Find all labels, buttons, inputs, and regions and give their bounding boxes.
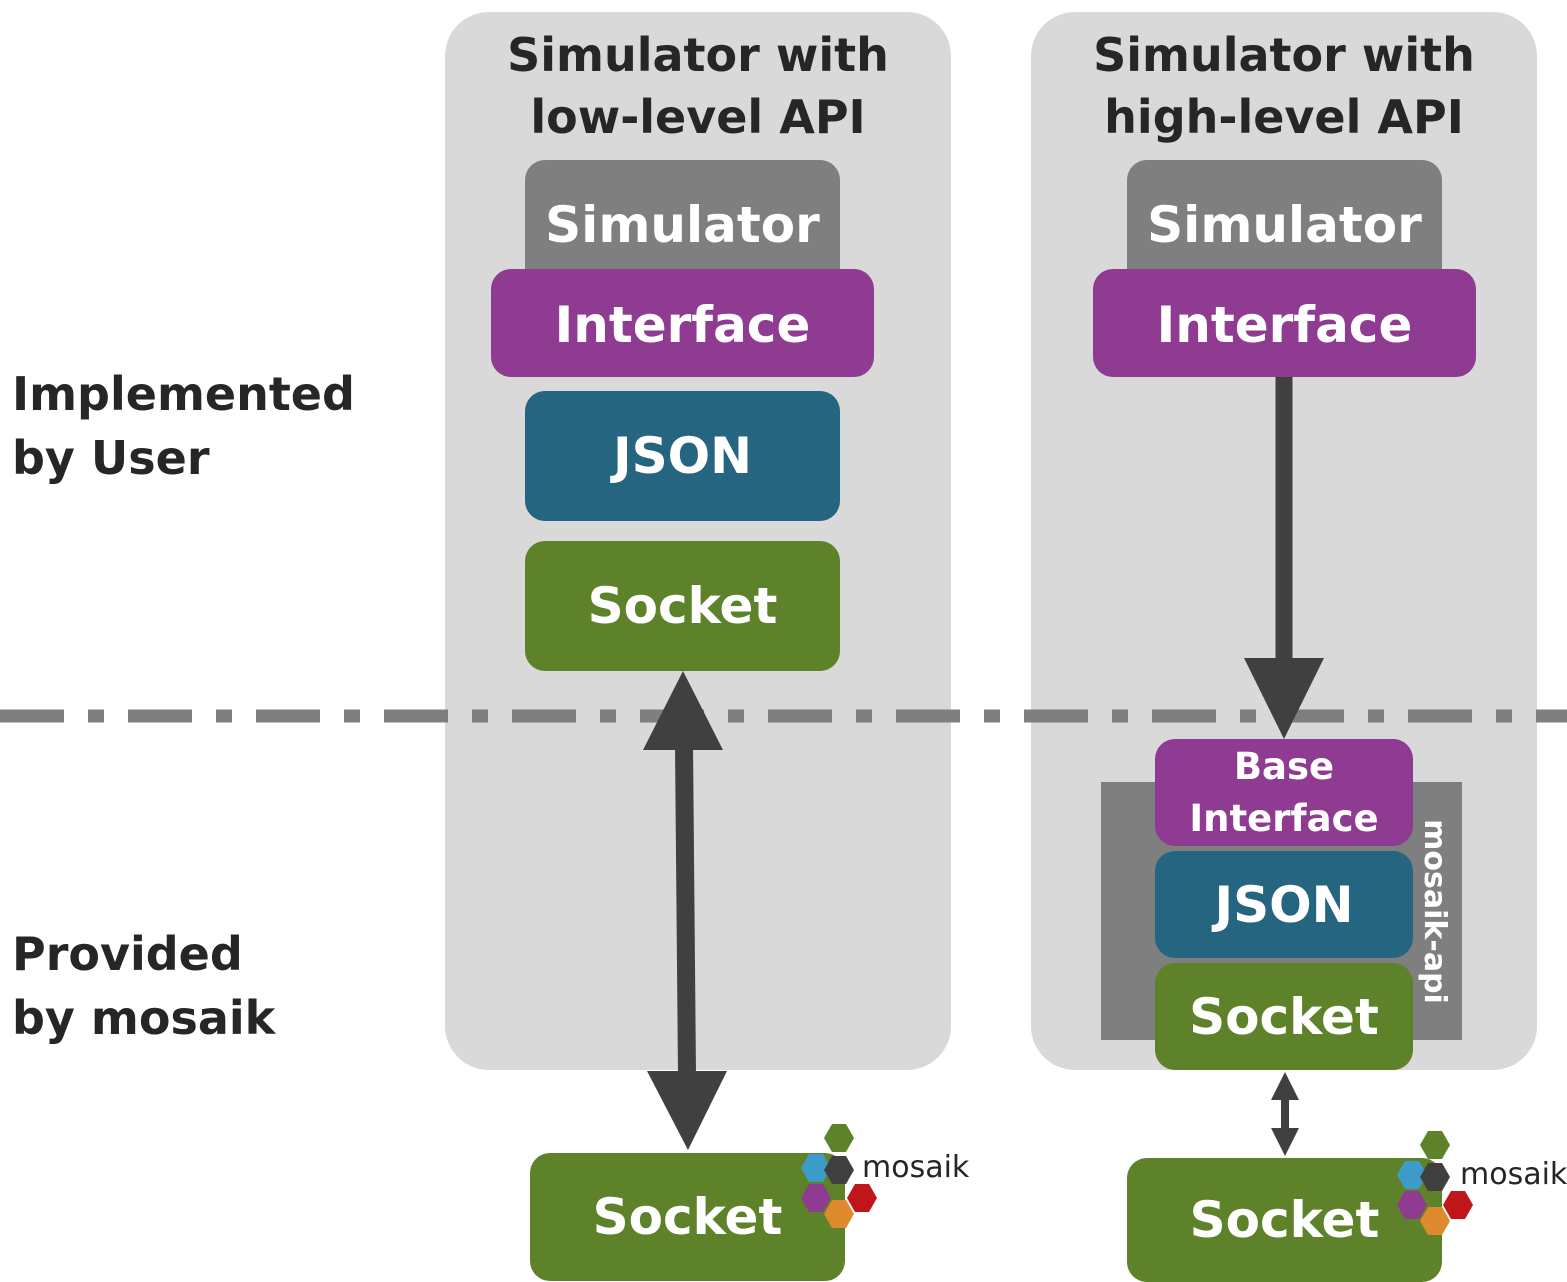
interface-block: Interface bbox=[491, 269, 874, 377]
simulator-block: Simulator bbox=[525, 160, 840, 290]
json-block: JSON bbox=[525, 391, 840, 521]
socket-block: Socket bbox=[525, 541, 840, 671]
mosaik-logo-text: mosaik bbox=[1460, 1157, 1567, 1192]
simulator-block: Simulator bbox=[1127, 160, 1442, 290]
base-interface-block: Base Interface bbox=[1155, 739, 1413, 846]
low-level-double-arrow bbox=[643, 671, 727, 1150]
provided-by-mosaik-label: Provided by mosaik bbox=[12, 927, 276, 1045]
high-level-api-title: Simulator with high-level API bbox=[1093, 28, 1475, 144]
interface-block: Interface bbox=[1093, 269, 1476, 377]
mosaik-logo-text: mosaik bbox=[862, 1150, 970, 1185]
small-double-arrow bbox=[1271, 1072, 1299, 1156]
json-block: JSON bbox=[1155, 851, 1413, 958]
mosaik-socket-left: Socket bbox=[530, 1153, 845, 1281]
interface-down-arrow bbox=[1244, 377, 1324, 739]
mosaik-logo-icon bbox=[801, 1124, 877, 1228]
mosaik-logo-icon bbox=[1397, 1131, 1473, 1235]
mosaik-socket-right: Socket bbox=[1127, 1158, 1442, 1282]
socket-block: Socket bbox=[1155, 963, 1413, 1070]
implemented-by-user-label: Implemented by User bbox=[12, 367, 355, 485]
low-level-api-title: Simulator with low-level API bbox=[507, 28, 889, 144]
